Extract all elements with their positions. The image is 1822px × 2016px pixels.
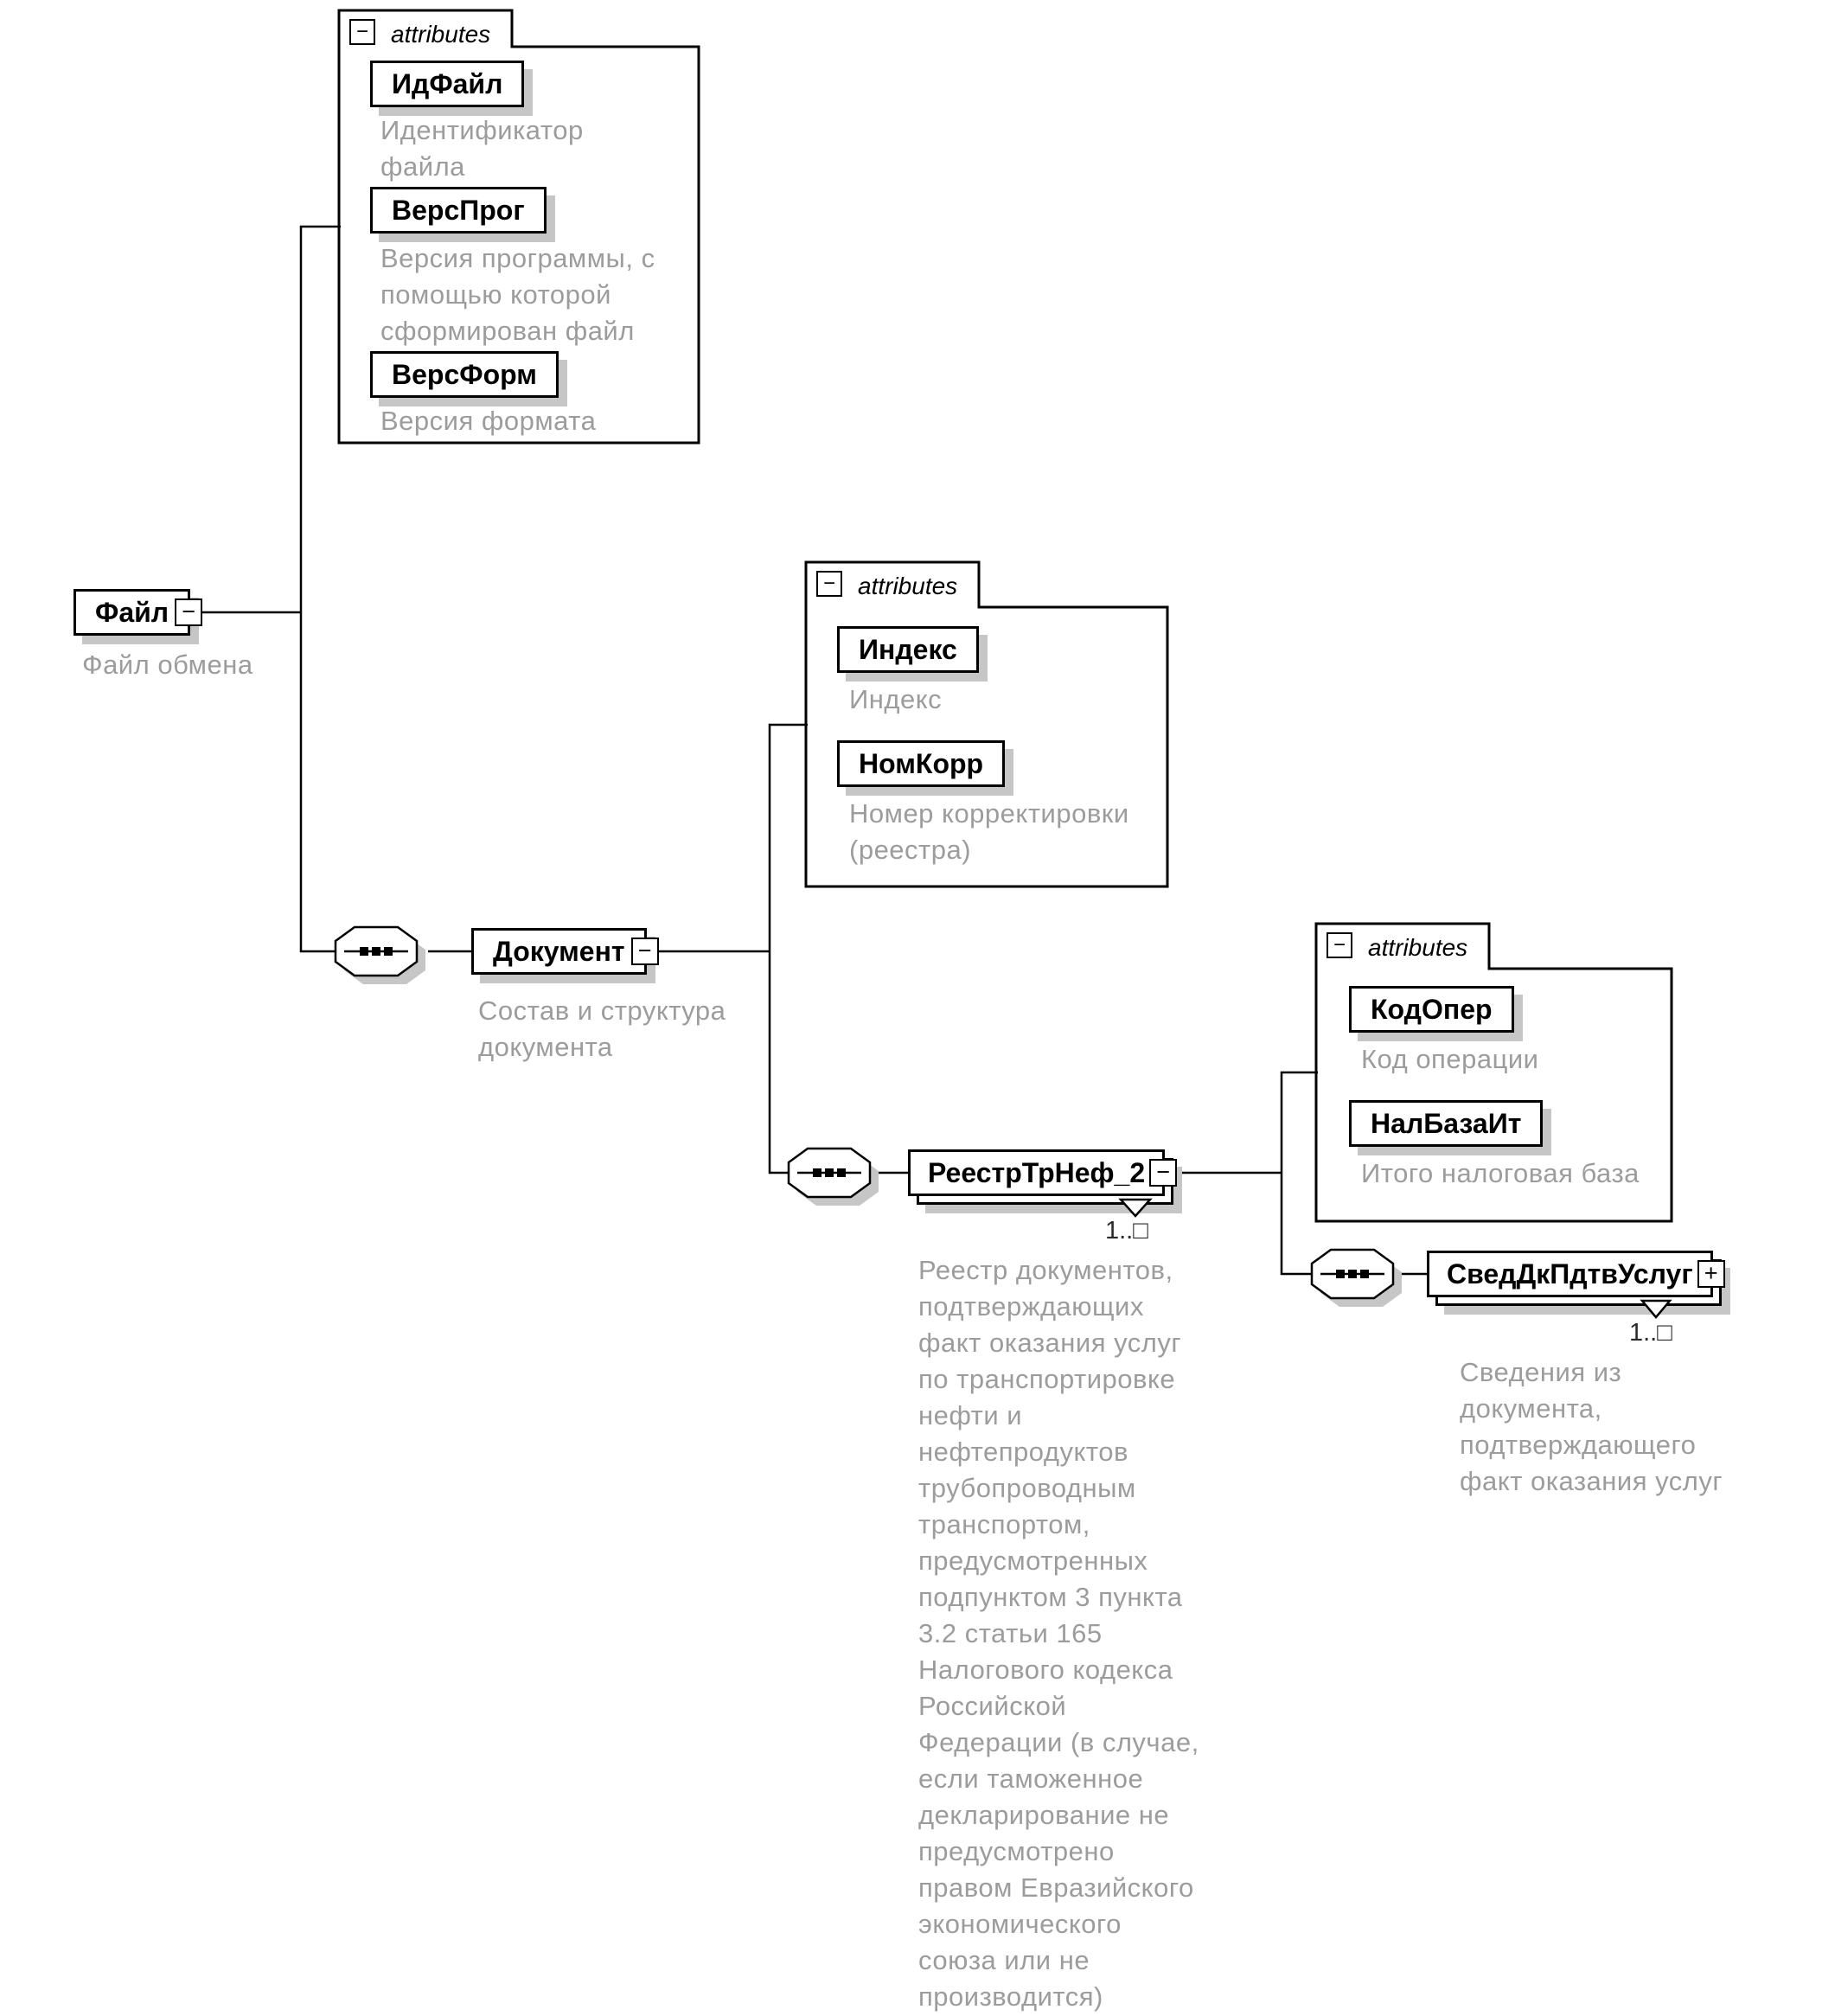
element-registry-box[interactable]: РеестрТрНеф_2 − bbox=[908, 1149, 1178, 1205]
element-registry-annotation: Реестр документов, подтверждающих факт о… bbox=[918, 1255, 1199, 2012]
registry-cardinality: 1..□ bbox=[1105, 1217, 1148, 1245]
sequence-compositor-icon[interactable] bbox=[1310, 1248, 1402, 1307]
collapse-toggle-icon[interactable]: − bbox=[816, 571, 842, 597]
element-document-box[interactable]: Документ − bbox=[471, 928, 659, 975]
collapse-toggle-icon[interactable]: − bbox=[630, 938, 659, 965]
collapse-toggle-icon[interactable]: − bbox=[175, 598, 203, 626]
attributes-group-label: attributes bbox=[391, 21, 491, 48]
attribute-idfajl-annotation: Идентификатор файла bbox=[380, 115, 584, 182]
element-file-box[interactable]: Файл − bbox=[74, 589, 203, 636]
attribute-nomkorr-annotation: Номер корректировки (реестра) bbox=[849, 798, 1129, 865]
attribute-versprog-box[interactable]: ВерсПрог bbox=[370, 187, 547, 234]
sequence-compositor-icon[interactable] bbox=[787, 1147, 879, 1206]
element-registry-label: РеестрТрНеф_2 bbox=[928, 1157, 1146, 1188]
service-info-cardinality: 1..□ bbox=[1629, 1319, 1672, 1347]
attribute-versform-annotation: Версия формата bbox=[380, 406, 597, 436]
expand-toggle-icon[interactable]: + bbox=[1697, 1260, 1725, 1288]
element-file-annotation: Файл обмена bbox=[82, 650, 253, 680]
attribute-versprog-annotation: Версия программы, с помощью которой сфор… bbox=[380, 243, 655, 346]
sequence-compositor-icon[interactable] bbox=[334, 925, 425, 984]
attribute-nalbazait-annotation: Итого налоговая база bbox=[1361, 1158, 1640, 1188]
collapse-toggle-icon[interactable]: − bbox=[1327, 932, 1352, 958]
collapse-toggle-icon[interactable]: − bbox=[1149, 1159, 1178, 1187]
element-file-label: Файл bbox=[95, 597, 169, 628]
element-document-label: Документ bbox=[493, 936, 625, 967]
attribute-indeks-box[interactable]: Индекс bbox=[837, 626, 979, 673]
attribute-versform-box[interactable]: ВерсФорм bbox=[370, 351, 559, 398]
attributes-group-label: attributes bbox=[858, 573, 958, 599]
element-service-info-box[interactable]: СведДкПдтвУслуг + bbox=[1427, 1251, 1725, 1306]
attribute-nomkorr-box[interactable]: НомКорр bbox=[837, 740, 1006, 787]
attribute-kodoper-box[interactable]: КодОпер bbox=[1349, 986, 1514, 1033]
attribute-nalbazait-box[interactable]: НалБазаИт bbox=[1349, 1100, 1544, 1147]
element-document-annotation: Состав и структура документа bbox=[478, 995, 726, 1062]
attribute-idfajl-box[interactable]: ИдФайл bbox=[370, 61, 525, 107]
attribute-indeks-annotation: Индекс bbox=[849, 684, 943, 714]
attributes-group-label: attributes bbox=[1368, 934, 1468, 961]
collapse-toggle-icon[interactable]: − bbox=[349, 19, 375, 45]
attribute-kodoper-annotation: Код операции bbox=[1361, 1044, 1539, 1074]
element-service-info-label: СведДкПдтвУслуг bbox=[1447, 1258, 1693, 1290]
element-service-info-annotation: Сведения из документа, подтверждающего ф… bbox=[1460, 1357, 1723, 1496]
